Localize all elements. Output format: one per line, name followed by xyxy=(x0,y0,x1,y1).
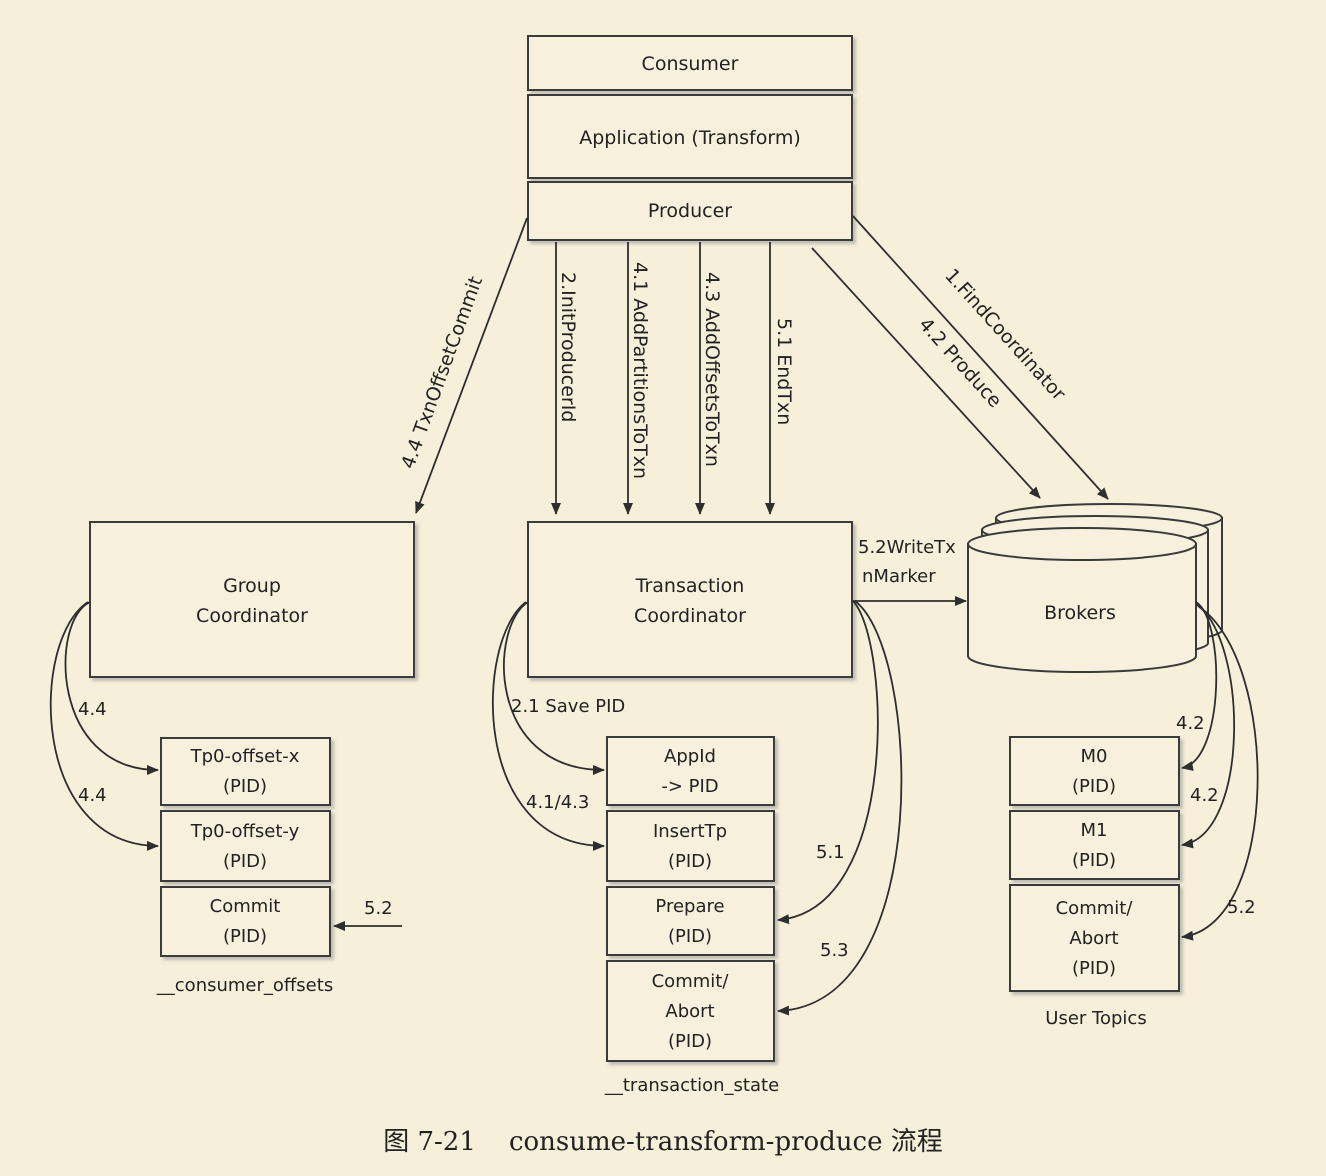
record-tp0-offset-y: Tp0-offset-y (PID) xyxy=(160,810,331,882)
curve-brokers-to-m1 xyxy=(1181,603,1236,849)
record-pid: (PID) xyxy=(668,851,712,872)
record-pid: (PID) xyxy=(668,1031,712,1052)
edge-label-4-2-a: 4.2 xyxy=(1176,713,1205,734)
record-pid: (PID) xyxy=(668,926,712,947)
curve-brokers-to-commit-abort xyxy=(1181,605,1259,941)
record-pid: (PID) xyxy=(223,776,267,797)
record-pid: (PID) xyxy=(1072,776,1116,797)
edge-label-save-pid: 2.1 Save PID xyxy=(511,696,625,717)
consumer-offsets-log: Tp0-offset-x (PID) Tp0-offset-y (PID) Co… xyxy=(156,737,333,996)
edge-label-5-3: 5.3 xyxy=(820,940,849,961)
record-tp0-offset-x: Tp0-offset-x (PID) xyxy=(160,737,331,806)
edge-label-5-2-brokers: 5.2 xyxy=(1227,897,1256,918)
label-init-producer-id: 2.InitProducerId xyxy=(557,272,579,422)
record-subtitle: Abort xyxy=(665,1001,714,1022)
curve-txn-to-commit-abort xyxy=(777,600,903,1016)
edge-label-5-2: 5.2 xyxy=(364,898,393,919)
edge-label-4-4-a: 4.4 xyxy=(78,699,107,720)
record-title: Commit/ xyxy=(652,971,730,992)
record-pid: (PID) xyxy=(223,851,267,872)
record-m1: M1 (PID) xyxy=(1009,810,1180,880)
curve-group-to-offset-y xyxy=(49,601,159,851)
record-title: Tp0-offset-x xyxy=(190,746,300,767)
arrow-produce xyxy=(811,247,1041,499)
record-title: AppId xyxy=(664,746,716,767)
application-box: Application (Transform) xyxy=(527,94,853,179)
application-label: Application (Transform) xyxy=(579,127,801,149)
record-title: Commit xyxy=(210,896,281,917)
brokers-cylinder: Brokers xyxy=(967,503,1223,673)
transaction-state-label: __transaction_state xyxy=(604,1075,779,1096)
transaction-state-log: AppId -> PID InsertTp (PID) Prepare (PID… xyxy=(604,736,779,1096)
transaction-coordinator-box: Transaction Coordinator xyxy=(527,521,853,678)
consumer-label: Consumer xyxy=(642,53,739,75)
group-coordinator-label-2: Coordinator xyxy=(196,605,308,627)
producer-box: Producer xyxy=(527,181,853,241)
consumer-box: Consumer xyxy=(527,35,853,91)
record-subtitle: Abort xyxy=(1069,928,1118,949)
curve-txn-to-prepare xyxy=(777,600,879,925)
label-add-offsets: 4.3 AddOffsetsToTxn xyxy=(701,272,723,467)
label-write-txn-marker-1: 5.2WriteTx xyxy=(858,537,956,558)
consumer-offsets-label: __consumer_offsets xyxy=(156,975,333,996)
record-title: Commit/ xyxy=(1056,898,1134,919)
record-pid: (PID) xyxy=(1072,958,1116,979)
arrow-find-coordinator xyxy=(852,215,1109,500)
curve-group-to-offset-x xyxy=(64,601,159,775)
transaction-coordinator-label-1: Transaction xyxy=(635,575,745,597)
edge-label-4-2-b: 4.2 xyxy=(1190,785,1219,806)
record-title: M0 xyxy=(1081,746,1108,767)
label-end-txn: 5.1 EndTxn xyxy=(773,318,795,425)
arrow-txn-offset-commit xyxy=(415,217,528,514)
record-title: Tp0-offset-y xyxy=(190,821,300,842)
producer-label: Producer xyxy=(648,200,732,222)
record-commit: Commit (PID) xyxy=(160,886,331,957)
record-appid-pid: AppId -> PID xyxy=(606,736,775,806)
label-add-partitions: 4.1 AddPartitionsToTxn xyxy=(629,262,651,479)
record-pid: -> PID xyxy=(661,776,718,797)
transaction-coordinator-label-2: Coordinator xyxy=(634,605,746,627)
record-title: Prepare xyxy=(655,896,724,917)
record-title: InsertTp xyxy=(653,821,727,842)
user-topics-log: M0 (PID) M1 (PID) Commit/ Abort (PID) Us… xyxy=(1009,736,1180,1029)
edge-label-5-1: 5.1 xyxy=(816,842,845,863)
record-commit-abort: Commit/ Abort (PID) xyxy=(1009,884,1180,992)
record-m0: M0 (PID) xyxy=(1009,736,1180,806)
group-coordinator-label-1: Group xyxy=(223,575,281,597)
user-topics-label: User Topics xyxy=(1045,1008,1146,1029)
record-commit-abort: Commit/ Abort (PID) xyxy=(606,960,775,1062)
edge-label-4-1-4-3: 4.1/4.3 xyxy=(526,792,589,813)
record-pid: (PID) xyxy=(1072,850,1116,871)
broker-cylinder-front xyxy=(967,527,1197,673)
brokers-label: Brokers xyxy=(1044,602,1116,624)
label-write-txn-marker-2: nMarker xyxy=(862,566,936,587)
edge-label-4-4-b: 4.4 xyxy=(78,785,107,806)
record-inserttp: InsertTp (PID) xyxy=(606,810,775,882)
record-prepare: Prepare (PID) xyxy=(606,886,775,956)
record-title: M1 xyxy=(1081,820,1108,841)
group-coordinator-box: Group Coordinator xyxy=(89,521,415,678)
curve-txn-to-inserttp xyxy=(491,601,605,851)
figure-caption: 图 7-21 consume-transform-produce 流程 xyxy=(383,1127,943,1157)
record-pid: (PID) xyxy=(223,926,267,947)
curve-txn-to-appid xyxy=(503,601,605,775)
